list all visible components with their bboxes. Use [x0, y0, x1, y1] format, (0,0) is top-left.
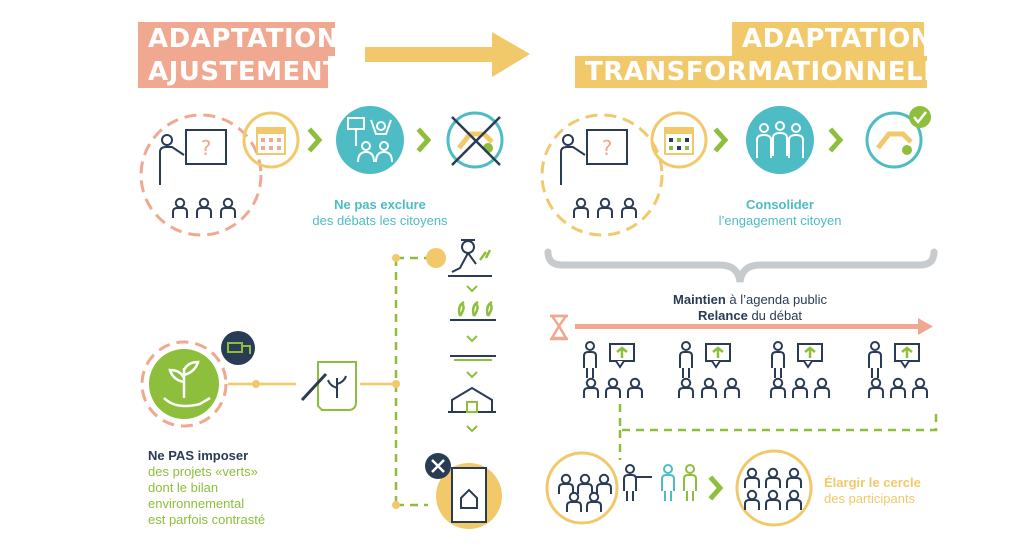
no-handshake-icon [446, 111, 504, 169]
presentation-icon: ? [540, 113, 664, 237]
protest-icon [336, 106, 404, 174]
timeline-arrow [575, 318, 933, 335]
arrow-chevron [311, 131, 319, 149]
handshake-check-icon [865, 106, 931, 169]
farmer-icon [448, 239, 492, 277]
title-left-line2: AJUSTEMENT [148, 57, 342, 87]
plant-hand-icon [140, 340, 228, 428]
pathway-dot [426, 248, 446, 268]
pathway-dot [252, 380, 260, 388]
crowd-icon [735, 449, 813, 527]
discussion-group [583, 341, 643, 399]
arrow-chevron [466, 285, 478, 292]
arrow-chevron [466, 335, 478, 342]
presentation-icon: ? [139, 113, 263, 237]
label-agenda: Maintien à l’agenda public Relance du dé… [673, 292, 827, 323]
document-house-icon [425, 453, 502, 529]
arrow-chevron [420, 131, 428, 149]
pathway-dot [392, 254, 400, 262]
arrow-chevron [466, 371, 478, 378]
discussion-group [678, 341, 740, 399]
title-right-line2: TRANSFORMATIONNELLE [585, 57, 959, 87]
label-green-projects: Ne PAS imposer des projets «verts» dont … [148, 448, 266, 527]
title-right-bg-2 [575, 56, 927, 88]
hourglass-icon [549, 314, 569, 341]
svg-text:?: ? [602, 136, 613, 160]
crowd-icon [545, 451, 619, 525]
discussion-group [770, 341, 830, 399]
pathway-dashed [394, 256, 428, 507]
transition-arrow [365, 32, 530, 77]
pathway-dot [392, 501, 400, 509]
svg-text:?: ? [201, 136, 212, 160]
arrow-chevron [717, 131, 725, 149]
discussion-group [868, 341, 928, 399]
title-left-bg-1 [138, 22, 335, 56]
sprout-icon [450, 300, 496, 321]
document-plant-icon [300, 361, 357, 411]
arrow-chevron [832, 131, 840, 149]
greenhouse-icon [448, 386, 496, 413]
soil-icon [450, 355, 496, 361]
invite-people-icon [623, 464, 697, 502]
calendar-icon [650, 111, 708, 169]
arrow-chevron [712, 479, 720, 497]
title-left-bg-2 [138, 56, 328, 88]
team-icon [746, 106, 814, 174]
title-left-line1: ADAPTATION [148, 24, 339, 54]
title-right-line1: ADAPTATION [742, 24, 933, 54]
arrow-chevron [466, 425, 478, 432]
bracket-divider [544, 248, 938, 283]
calendar-icon [242, 111, 300, 169]
hand-money-icon [221, 331, 255, 365]
connector-dashed [618, 404, 938, 460]
title-right-bg-1 [732, 22, 924, 56]
